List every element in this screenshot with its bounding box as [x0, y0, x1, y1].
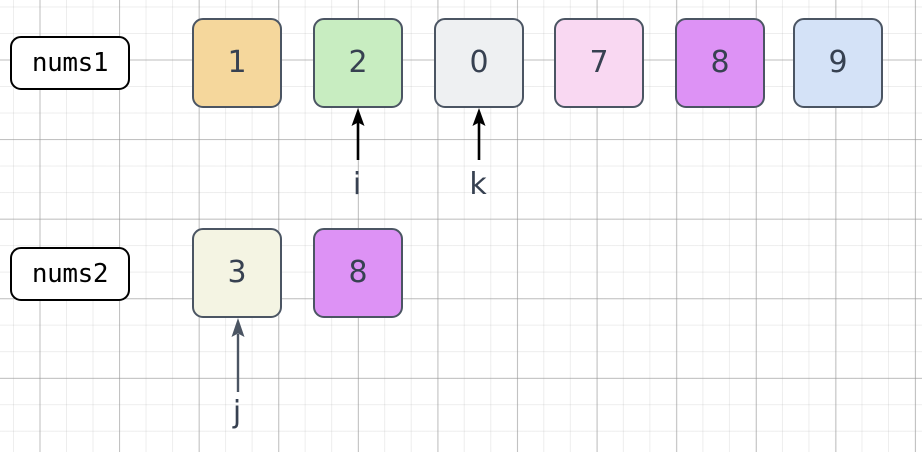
nums2-cell-0-value: 3 [227, 255, 247, 290]
pointer-label-j-text: j [232, 395, 242, 430]
pointer-label-i: i [337, 170, 377, 200]
nums1-cell-2[interactable]: 0 [434, 18, 524, 108]
nums1-cell-0[interactable]: 1 [192, 18, 282, 108]
pointer-arrow-i-icon [351, 108, 365, 160]
nums1-cell-1[interactable]: 2 [313, 18, 403, 108]
pointer-label-k: k [458, 170, 498, 200]
array-label-nums1-text: nums1 [31, 48, 109, 78]
nums1-cell-3[interactable]: 7 [554, 18, 644, 108]
array-label-nums2: nums2 [10, 247, 130, 301]
pointer-label-i-text: i [352, 167, 362, 202]
nums1-cell-3-value: 7 [589, 45, 609, 80]
nums1-cell-4-value: 8 [710, 45, 730, 80]
nums1-cell-5[interactable]: 9 [793, 18, 883, 108]
pointer-arrow-k-icon [472, 108, 486, 160]
nums1-cell-2-value: 0 [469, 45, 489, 80]
pointer-label-j: j [217, 398, 257, 428]
nums1-cell-1-value: 2 [348, 45, 368, 80]
nums1-cell-0-value: 1 [227, 45, 247, 80]
nums2-cell-1-value: 8 [348, 255, 368, 290]
pointer-arrow-j-icon [231, 318, 245, 392]
array-label-nums1: nums1 [10, 36, 130, 90]
nums2-cell-0[interactable]: 3 [192, 228, 282, 318]
nums2-cell-1[interactable]: 8 [313, 228, 403, 318]
pointer-label-k-text: k [469, 167, 487, 202]
nums1-cell-4[interactable]: 8 [675, 18, 765, 108]
array-label-nums2-text: nums2 [31, 259, 109, 289]
nums1-cell-5-value: 9 [828, 45, 848, 80]
